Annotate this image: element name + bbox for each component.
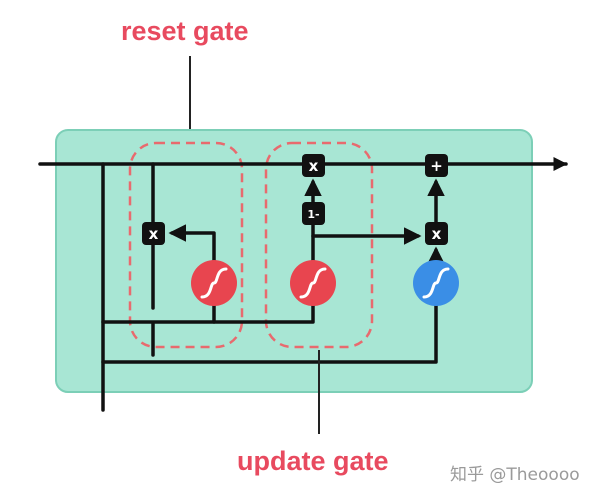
sigmoid-curve-icon bbox=[299, 267, 327, 299]
update-sigmoid-node bbox=[290, 260, 336, 306]
watermark: 知乎 @Theoooo bbox=[450, 465, 580, 485]
add-symbol: + bbox=[430, 157, 443, 175]
gru-cell-body bbox=[55, 129, 533, 393]
reset-sigmoid-node bbox=[191, 260, 237, 306]
reset-multiply-symbol: x bbox=[149, 225, 159, 243]
update-multiply-symbol: x bbox=[309, 157, 319, 175]
reset-multiply-op: x bbox=[142, 222, 165, 245]
output-multiply-op: x bbox=[425, 222, 448, 245]
add-op: + bbox=[425, 154, 448, 177]
update-gate-label: update gate bbox=[237, 446, 389, 476]
sigmoid-curve-icon bbox=[200, 267, 228, 299]
output-multiply-symbol: x bbox=[432, 225, 442, 243]
reset-gate-label: reset gate bbox=[121, 16, 249, 46]
tanh-curve-icon bbox=[422, 267, 450, 299]
one-minus-op: 1- bbox=[302, 202, 325, 225]
update-gate-outline bbox=[264, 141, 374, 349]
tanh-node bbox=[413, 260, 459, 306]
update-multiply-op: x bbox=[302, 154, 325, 177]
reset-gate-outline bbox=[128, 141, 244, 349]
one-minus-symbol: 1- bbox=[307, 208, 319, 221]
